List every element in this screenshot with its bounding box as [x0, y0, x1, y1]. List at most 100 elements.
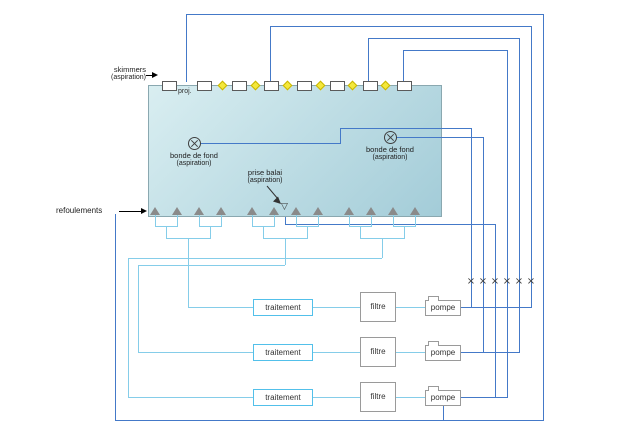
pipe-pump3-bottom [443, 406, 444, 421]
valve-icon: × [478, 276, 488, 287]
pipe-return [166, 226, 167, 238]
bottom-drain-left-label: bonde de fond (aspiration) [152, 151, 236, 168]
bottom-drain-icon [188, 137, 201, 150]
pipe-return-drop-2 [285, 238, 286, 265]
skimmer-icon [397, 81, 412, 91]
return-jet-icon [313, 207, 323, 215]
pipe-return [318, 215, 319, 226]
vacuum-arrow-icon [266, 185, 281, 204]
pipe-pump1-feed [461, 307, 532, 308]
pipe-filter-pump-2 [394, 352, 425, 353]
pipe-return [252, 215, 253, 226]
skimmer-icon [162, 81, 177, 91]
pipe-skimmer-riser-4 [403, 50, 404, 82]
pump-box-2: pompe [425, 341, 461, 361]
pipe-pump3-feed [461, 397, 508, 398]
drain-label-line2: (aspiration) [372, 154, 408, 161]
pipe-return-drop-3 [382, 238, 383, 258]
skimmers-pointer-line [146, 75, 152, 76]
drain-label-line1: bonde de fond [366, 145, 414, 154]
skimmer-icon [232, 81, 247, 91]
pipe-return [274, 215, 275, 226]
returns-pointer-line [119, 211, 141, 212]
drain-label-line2: (aspiration) [176, 160, 212, 167]
skimmer-icon [330, 81, 345, 91]
skimmers-label-line2: (aspiration) [110, 74, 146, 81]
pipe-return [404, 226, 405, 238]
pipe-return [415, 215, 416, 226]
return-jet-icon [366, 207, 376, 215]
pump-box-3: pompe [425, 386, 461, 406]
return-jet-icon [269, 207, 279, 215]
pipe-return [349, 215, 350, 226]
treatment-box-1: traitement [253, 299, 313, 316]
pipe-return [263, 226, 264, 238]
filter-box-1: filtre [360, 292, 396, 322]
pipe-treat-filter-1 [311, 307, 360, 308]
returns-arrow-icon [141, 208, 147, 214]
skimmers-arrow-icon [152, 72, 158, 78]
return-jet-icon [344, 207, 354, 215]
skimmer-icon [297, 81, 312, 91]
pipe-drain1-jog [340, 128, 341, 144]
pipe-right-drop-1 [531, 26, 532, 308]
pipe-skimmer-riser-3 [368, 38, 369, 82]
pipe-return [199, 215, 200, 226]
pipe-return [393, 215, 394, 226]
pipe-right-drop-3 [507, 50, 508, 398]
pipe-return [210, 226, 211, 238]
return-jet-icon [291, 207, 301, 215]
treatment-box-3: traitement [253, 389, 313, 406]
drain-label-line1: bonde de fond [170, 151, 218, 160]
treatment-box-2: traitement [253, 344, 313, 361]
pipe-vacuum-stub [285, 217, 286, 225]
skimmers-label-line1: skimmers [113, 65, 146, 74]
pipe-top-run-3 [368, 38, 520, 39]
bottom-drain-icon [384, 131, 397, 144]
pipe-treat-filter-2 [311, 352, 360, 353]
filter-box-2: filtre [360, 337, 396, 367]
skimmer-icon [264, 81, 279, 91]
valve-icon: × [526, 276, 536, 287]
valve-icon: × [502, 276, 512, 287]
vacuum-label: prise balai (aspiration) [229, 168, 301, 185]
pipe-drain2-exit [396, 137, 484, 138]
pipe-left-drop-3 [128, 258, 129, 397]
skimmer-icon [363, 81, 378, 91]
pipe-return [371, 215, 372, 226]
pipe-top-run-4 [403, 50, 508, 51]
pipe-return [155, 215, 156, 226]
pipe-skimmer-riser-2 [270, 26, 271, 82]
return-jet-icon [194, 207, 204, 215]
skimmers-label: skimmers (aspiration) [84, 65, 146, 82]
vacuum-label-line1: prise balai [247, 168, 283, 177]
return-jet-icon [216, 207, 226, 215]
pipe-return-run-3 [128, 258, 382, 259]
vacuum-label-line2: (aspiration) [247, 177, 283, 184]
pipe-filter-pump-1 [394, 307, 425, 308]
pipe-return [360, 226, 361, 238]
pipe-outer-right [543, 14, 544, 421]
pipe-row1-in [188, 307, 253, 308]
pipe-pump2-feed [461, 352, 520, 353]
returns-label: refoulements [56, 206, 103, 215]
pipe-left-drop-2 [138, 265, 139, 352]
pipe-outer-top [186, 14, 544, 15]
pipe-return [221, 215, 222, 226]
vacuum-point-icon: ▽ [281, 202, 288, 212]
pipe-return [177, 215, 178, 226]
return-jet-icon [388, 207, 398, 215]
valve-icon: × [466, 276, 476, 287]
pipe-vacuum-run [285, 224, 496, 225]
return-jet-icon [172, 207, 182, 215]
pipe-drain1-exit [340, 128, 472, 129]
filter-box-3: filtre [360, 382, 396, 412]
pipe-treat-filter-3 [311, 397, 360, 398]
valve-icon: × [490, 276, 500, 287]
pipe-return [296, 215, 297, 226]
pipe-outer-bottom [115, 420, 544, 421]
pipe-outer-left [115, 214, 116, 420]
bottom-drain-right-label: bonde de fond (aspiration) [348, 145, 432, 162]
pipe-return-drop-1 [188, 238, 189, 307]
